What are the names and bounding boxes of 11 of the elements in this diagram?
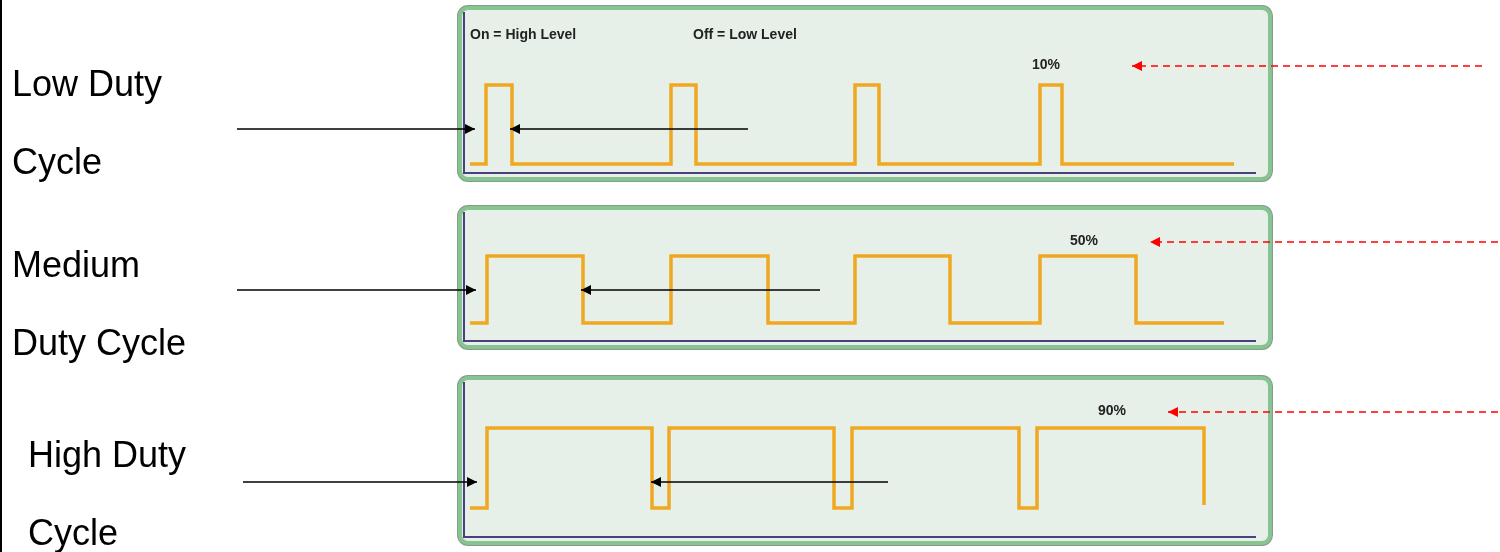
duty-cycle-label: High Duty Cycle <box>28 433 188 552</box>
duty-cycle-percent: 50% <box>1070 232 1150 252</box>
arrow <box>1149 237 1499 247</box>
duty-cycle-label: Low Duty Cycle <box>12 62 164 184</box>
duty-cycle-label: Medium Duty Cycle <box>12 243 188 365</box>
duty-cycle-percent: 90% <box>1098 402 1168 422</box>
arrow <box>1167 407 1499 417</box>
duty-cycle-percent: 10% <box>1032 56 1132 76</box>
arrow <box>1131 61 1483 71</box>
level-note: On = High Level <box>470 26 577 42</box>
level-note: Off = Low Level <box>693 26 797 42</box>
